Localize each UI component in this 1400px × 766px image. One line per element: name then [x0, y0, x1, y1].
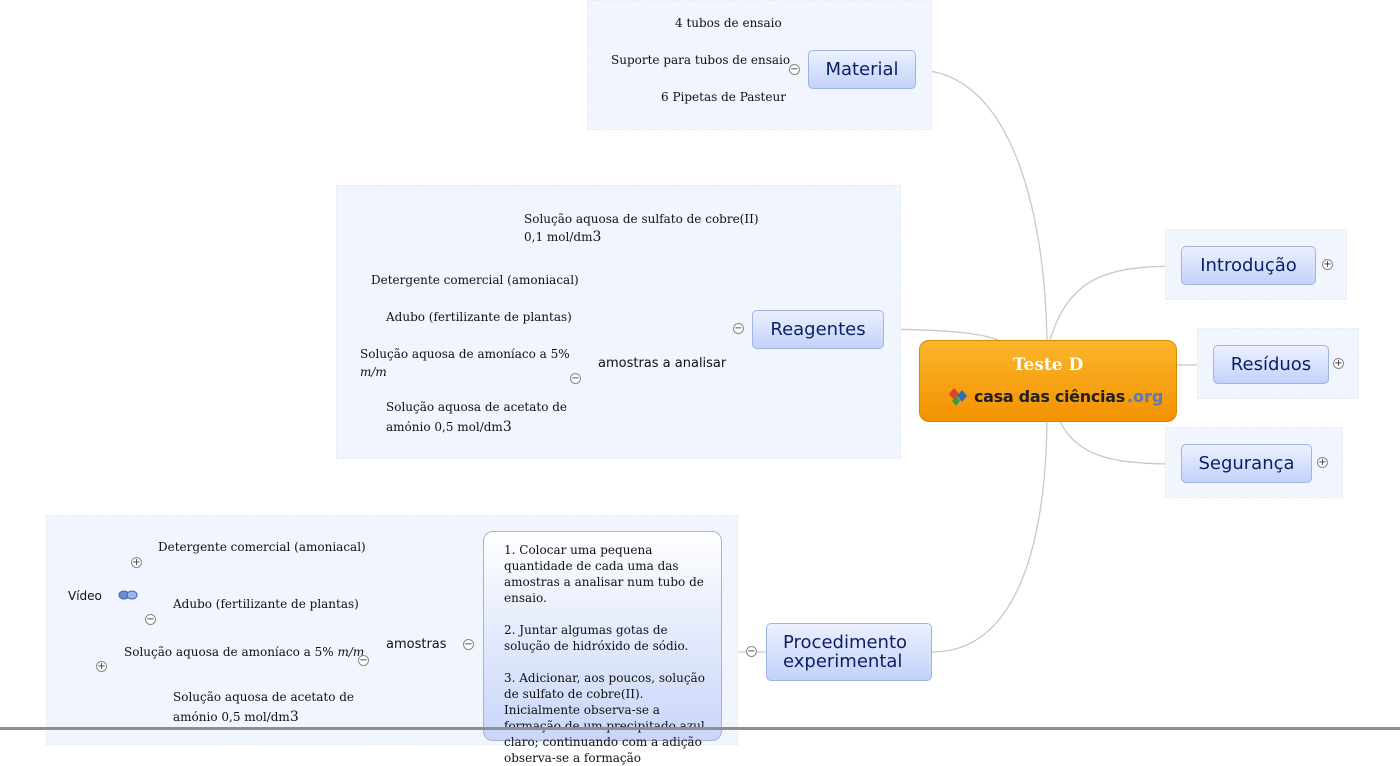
reagente-amostra-detergente[interactable]: Detergente comercial (amoniacal): [371, 273, 579, 287]
logo-text: casa das ciências: [974, 386, 1125, 406]
connector-central-reagentes: [883, 328, 999, 341]
topic-procedimento[interactable]: Procedimento experimental: [766, 623, 932, 681]
topic-introducao[interactable]: Introdução: [1181, 246, 1316, 285]
proc-detergente-expand-toggle[interactable]: +: [131, 557, 142, 568]
casa-das-ciencias-logo: casa das ciências .org: [948, 385, 1163, 407]
procedimento-collapse-toggle[interactable]: −: [746, 646, 757, 657]
procedure-steps-note[interactable]: 1. Colocar uma pequena quantidade de cad…: [483, 531, 722, 765]
logo-org-text: .org: [1126, 386, 1164, 406]
material-item-tubos[interactable]: 4 tubos de ensaio: [675, 16, 782, 30]
central-title: Teste D: [1012, 355, 1084, 375]
material-collapse-toggle[interactable]: −: [789, 64, 800, 75]
logo-diamonds-icon: [949, 388, 967, 406]
window-bottom-border: [0, 727, 1400, 730]
topic-reagentes[interactable]: Reagentes: [752, 310, 884, 349]
reagente-amostra-amoniaco[interactable]: Solução aquosa de amoníaco a 5% m/m: [360, 347, 570, 379]
central-topic[interactable]: Teste D casa das ciências .org: [919, 340, 1177, 422]
procedure-step-3: 3. Adicionar, aos poucos, solução de sul…: [504, 671, 705, 765]
proc-amoniaco-expand-toggle[interactable]: +: [96, 661, 107, 672]
introducao-expand-toggle[interactable]: +: [1322, 259, 1333, 270]
topic-seguranca[interactable]: Segurança: [1181, 444, 1312, 483]
proc-amostras-label[interactable]: amostras: [386, 637, 447, 652]
connector-central-seguranca: [1059, 421, 1182, 465]
material-item-pipetas[interactable]: 6 Pipetas de Pasteur: [661, 90, 786, 104]
proc-amostra-adubo[interactable]: Adubo (fertilizante de plantas): [173, 597, 359, 611]
topic-material-label: Material: [825, 59, 899, 80]
topic-residuos-label: Resíduos: [1230, 354, 1312, 375]
connector-central-procedimento: [931, 421, 1048, 653]
video-label[interactable]: Vídeo: [68, 589, 102, 603]
connector-central-material: [915, 69, 1048, 341]
connector-central-introducao: [1049, 265, 1182, 341]
seguranca-expand-toggle[interactable]: +: [1317, 457, 1328, 468]
topic-procedimento-label-1: Procedimento: [783, 632, 908, 653]
topic-introducao-label: Introdução: [1200, 255, 1297, 276]
residuos-expand-toggle[interactable]: +: [1333, 358, 1344, 369]
topic-reagentes-label: Reagentes: [770, 319, 866, 340]
topic-seguranca-label: Segurança: [1198, 453, 1295, 474]
proc-amostra-amoniaco[interactable]: Solução aquosa de amoníaco a 5% m/m: [124, 645, 365, 659]
proc-steps-collapse-toggle[interactable]: −: [463, 639, 474, 650]
proc-amostra-acetato[interactable]: Solução aquosa de acetato de amónio 0,5 …: [173, 690, 355, 725]
reagente-amostra-acetato[interactable]: Solução aquosa de acetato de amónio 0,5 …: [386, 400, 568, 435]
procedure-step-2: 2. Juntar algumas gotas de solução de hi…: [504, 623, 689, 653]
proc-amostra-detergente[interactable]: Detergente comercial (amoniacal): [158, 540, 366, 554]
topic-material[interactable]: Material: [808, 50, 916, 89]
proc-adubo-collapse-toggle[interactable]: −: [145, 614, 156, 625]
reagente-amostras-collapse-toggle[interactable]: −: [570, 373, 581, 384]
video-link-icon[interactable]: [117, 589, 139, 601]
topic-residuos[interactable]: Resíduos: [1213, 345, 1329, 384]
reagente-sulfato[interactable]: Solução aquosa de sulfato de cobre(II) 0…: [524, 212, 759, 245]
procedure-step-1: 1. Colocar uma pequena quantidade de cad…: [504, 543, 704, 605]
material-item-suporte[interactable]: Suporte para tubos de ensaio: [611, 53, 791, 67]
topic-procedimento-label-2: experimental: [783, 651, 903, 672]
reagentes-collapse-toggle[interactable]: −: [733, 323, 744, 334]
reagente-amostra-adubo[interactable]: Adubo (fertilizante de plantas): [386, 310, 572, 324]
proc-amostras-collapse-toggle[interactable]: −: [358, 655, 369, 666]
reagentes-amostras-label[interactable]: amostras a analisar: [598, 356, 727, 371]
